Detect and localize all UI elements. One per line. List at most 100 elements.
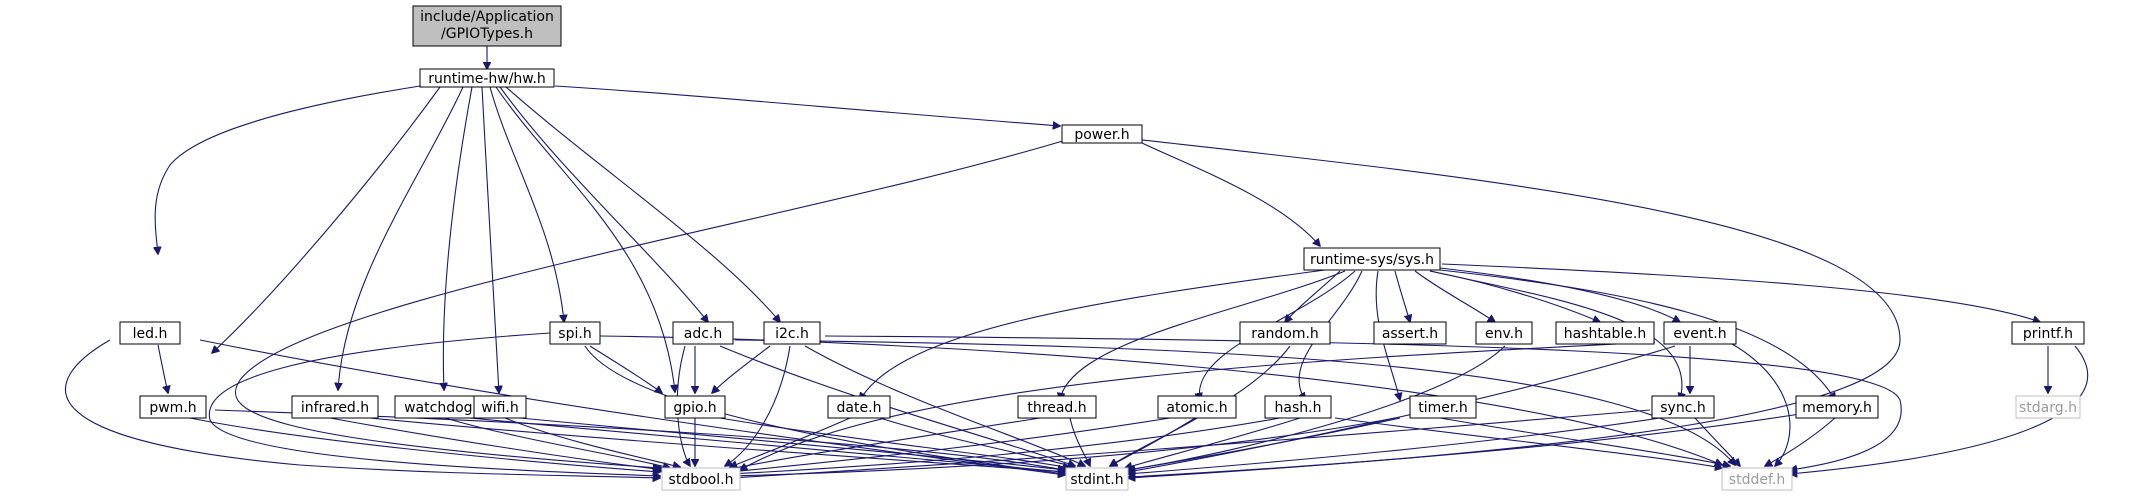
edge-power-sys — [1141, 142, 1320, 246]
node-pwm-label: pwm.h — [149, 400, 196, 416]
node-stddef-h[interactable]: stddef.h — [1721, 467, 1793, 491]
node-led-h[interactable]: led.h — [119, 321, 181, 345]
edge-led-stdbool — [65, 339, 660, 478]
edge-spi-stdbool — [208, 332, 660, 476]
node-timer-h[interactable]: timer.h — [1409, 395, 1477, 419]
node-gpio-label: gpio.h — [673, 400, 716, 416]
node-stdint-h[interactable]: stdint.h — [1065, 467, 1129, 491]
node-hash-h[interactable]: hash.h — [1264, 395, 1332, 419]
node-printf-h[interactable]: printf.h — [2011, 321, 2085, 345]
edge-sys-env — [1414, 270, 1495, 322]
node-led-label: led.h — [133, 326, 168, 342]
node-hashtable-label: hashtable.h — [1564, 326, 1646, 342]
edge-thread-stdbool — [730, 417, 1041, 469]
edge-sys-assert — [1394, 270, 1410, 322]
node-hash-label: hash.h — [1275, 400, 1322, 416]
node-pwm-h[interactable]: pwm.h — [139, 395, 207, 419]
node-assert-h[interactable]: assert.h — [1373, 321, 1447, 345]
edge-sys-event — [1439, 267, 1680, 322]
node-sync-h[interactable]: sync.h — [1651, 395, 1715, 419]
edge-watchdog-stdbool — [444, 417, 670, 468]
node-spi-h[interactable]: spi.h — [549, 321, 601, 345]
node-stdbool-h[interactable]: stdbool.h — [661, 467, 741, 491]
edge-sys-sync — [1429, 270, 1682, 400]
node-wifi-label: wifi.h — [481, 400, 518, 416]
edge-printf-stddef — [1790, 345, 2089, 474]
edge-hw-i2c — [505, 86, 780, 322]
edge-hw-adc — [499, 86, 708, 322]
node-spi-label: spi.h — [558, 326, 591, 342]
edge-spi-stddef — [599, 335, 1722, 465]
node-random-h[interactable]: random.h — [1239, 321, 1331, 345]
node-memory-h[interactable]: memory.h — [1795, 395, 1879, 419]
edge-hw-gpio — [495, 86, 675, 392]
edge-wifi-stdbool — [504, 417, 680, 467]
edge-date-stdbool — [730, 417, 851, 467]
node-atomic-label: atomic.h — [1166, 400, 1227, 416]
node-gpio-h[interactable]: gpio.h — [664, 395, 726, 419]
edge-infrared-stdint — [369, 417, 1065, 472]
edge-i2c-gpio — [712, 345, 771, 393]
edge-hw-spi — [489, 86, 564, 322]
node-thread-h[interactable]: thread.h — [1017, 395, 1097, 419]
node-sync-label: sync.h — [1660, 400, 1705, 416]
node-random-label: random.h — [1251, 326, 1319, 342]
edge-date-stdint — [879, 417, 1075, 467]
node-i2c-label: i2c.h — [775, 326, 809, 342]
node-timer-label: timer.h — [1418, 400, 1467, 416]
node-hw-label: runtime-hw/hw.h — [428, 71, 546, 87]
edge-sys-date — [860, 269, 1326, 400]
node-power-h[interactable]: power.h — [1061, 124, 1143, 144]
node-assert-label: assert.h — [1382, 326, 1438, 342]
node-i2c-h[interactable]: i2c.h — [763, 321, 821, 345]
node-env-label: env.h — [1485, 326, 1523, 342]
edge-i2c-stdbool — [725, 345, 791, 466]
edge-memory-stddef — [1765, 417, 1836, 466]
header-file-nodes: include/Application /GPIOTypes.h runtime… — [119, 5, 2085, 491]
edge-power-stdint — [1128, 139, 1901, 478]
edge-spi-gpio — [589, 345, 662, 393]
edge-watchdog-stdint — [469, 417, 1065, 472]
edge-hw-infrared — [338, 86, 464, 390]
edge-env-stdint — [1128, 345, 1506, 470]
edge-sync-stddef — [1694, 417, 1740, 466]
node-printf-label: printf.h — [2023, 326, 2073, 342]
node-env-h[interactable]: env.h — [1475, 321, 1533, 345]
node-sys-h[interactable]: runtime-sys/sys.h — [1303, 247, 1441, 271]
edge-pwm-stdbool — [189, 417, 660, 472]
edge-hash-stddef — [1334, 417, 1722, 468]
node-wifi-h[interactable]: wifi.h — [473, 395, 527, 419]
edge-power-stdbool — [234, 139, 1067, 468]
edge-hw-watchdog — [443, 86, 473, 390]
edge-event-stdbool — [740, 341, 1656, 470]
node-watchdog-h[interactable]: watchdog.h — [394, 395, 496, 419]
node-hw-h[interactable]: runtime-hw/hw.h — [419, 68, 555, 88]
edge-timer-stddef — [1439, 417, 1730, 466]
node-stdarg-h[interactable]: stdarg.h — [2015, 395, 2081, 419]
node-adc-h[interactable]: adc.h — [672, 321, 734, 345]
edge-i2c-stdint — [804, 345, 1085, 466]
edge-sys-random — [1285, 270, 1341, 322]
node-stdint-label: stdint.h — [1070, 472, 1123, 488]
node-hashtable-h[interactable]: hashtable.h — [1555, 321, 1655, 345]
edge-event-stdint — [1128, 345, 1676, 472]
node-atomic-h[interactable]: atomic.h — [1157, 395, 1237, 419]
node-gpiotypes-h[interactable]: include/Application /GPIOTypes.h — [412, 5, 562, 47]
edge-event-stddef — [1724, 339, 1791, 466]
edge-led-pwm — [157, 344, 168, 393]
node-infrared-label: infrared.h — [301, 400, 369, 416]
edge-hw-power — [554, 85, 1060, 126]
node-date-h[interactable]: date.h — [827, 395, 891, 419]
edge-sys-printf — [1441, 263, 2040, 322]
node-event-label: event.h — [1673, 326, 1726, 342]
edge-i2c-stddef — [824, 335, 1902, 470]
node-event-h[interactable]: event.h — [1663, 321, 1737, 345]
edge-atomic-stdbool — [730, 417, 1171, 472]
edge-gpio-stdint — [719, 417, 1070, 468]
node-power-label: power.h — [1074, 127, 1129, 143]
edge-sync-stdbool — [730, 409, 1651, 478]
node-memory-label: memory.h — [1802, 400, 1872, 416]
node-infrared-h[interactable]: infrared.h — [291, 395, 379, 419]
node-date-label: date.h — [837, 400, 882, 416]
